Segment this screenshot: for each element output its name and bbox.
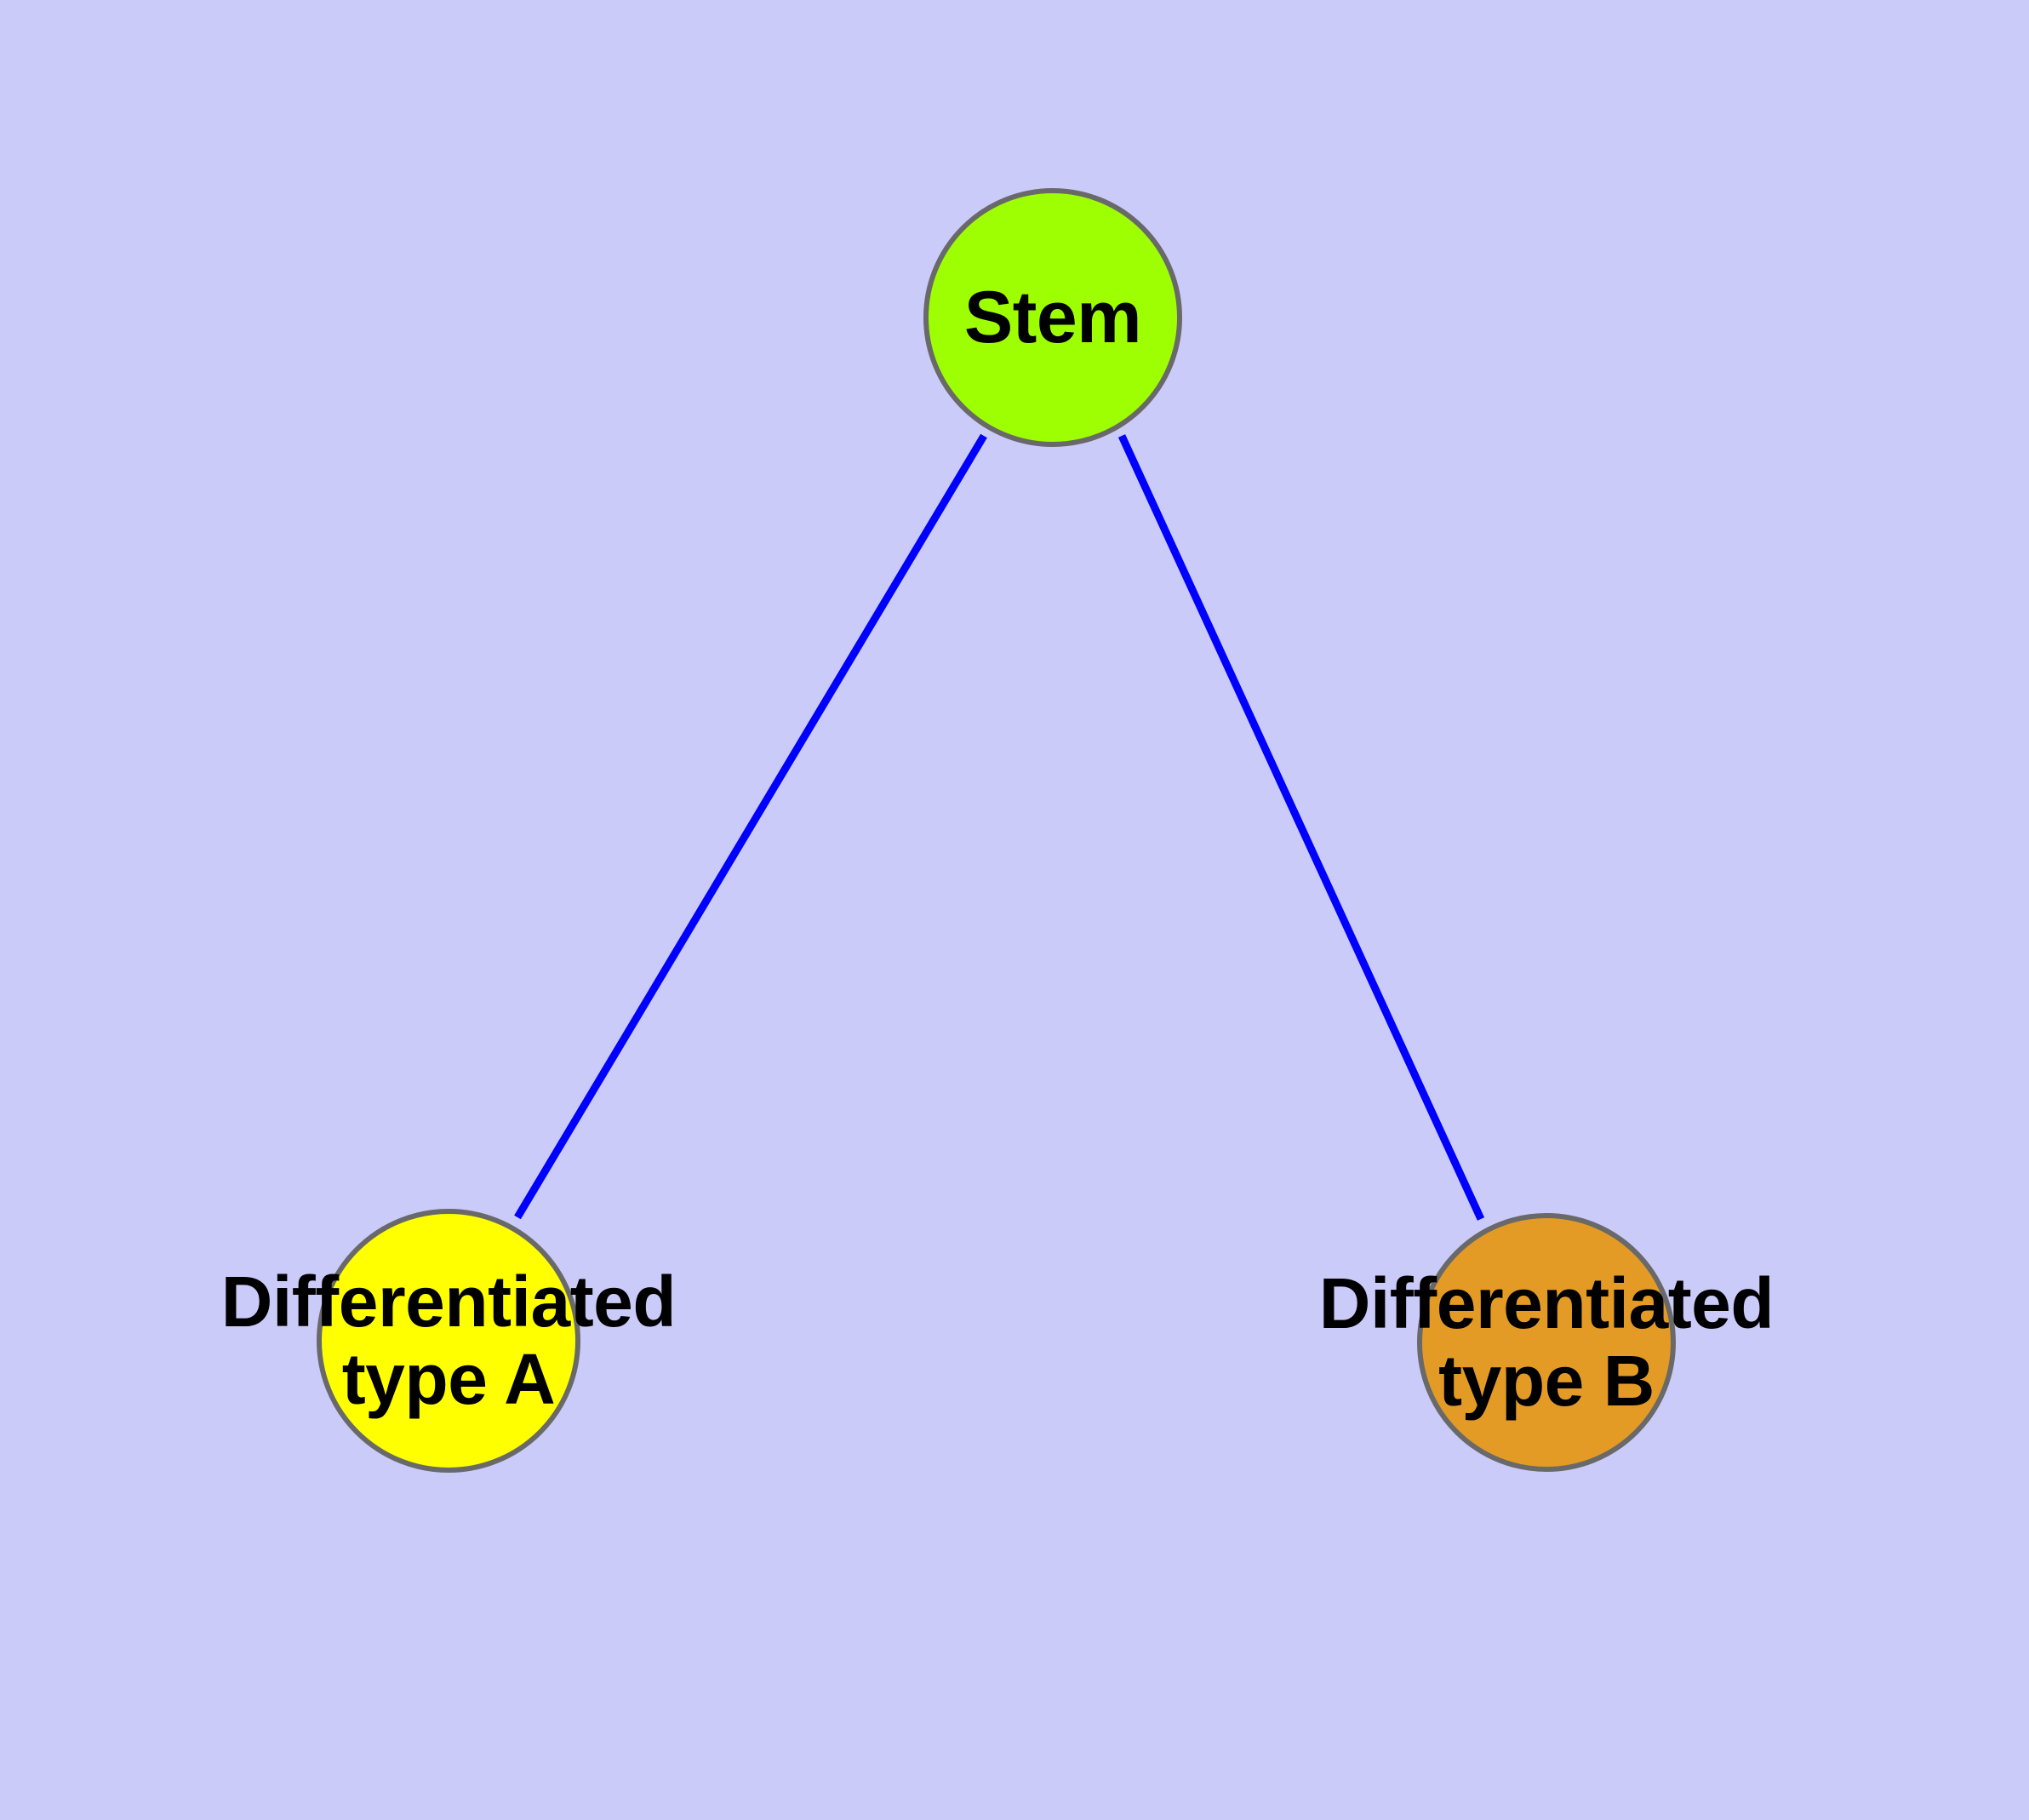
edge-stem-to-differentiated-type-b[interactable] [1117, 434, 1485, 1221]
node-label-differentiated-type-b: Differentiated type B [1318, 1263, 1775, 1421]
node-differentiated-type-b[interactable] [1417, 1213, 1676, 1472]
node-differentiated-type-a[interactable] [317, 1209, 580, 1473]
node-label-stem: Stem [963, 276, 1142, 358]
edge-stem-to-differentiated-type-a[interactable] [514, 433, 987, 1220]
node-label-differentiated-type-a: Differentiated type A [220, 1262, 677, 1419]
node-stem[interactable] [923, 188, 1182, 447]
